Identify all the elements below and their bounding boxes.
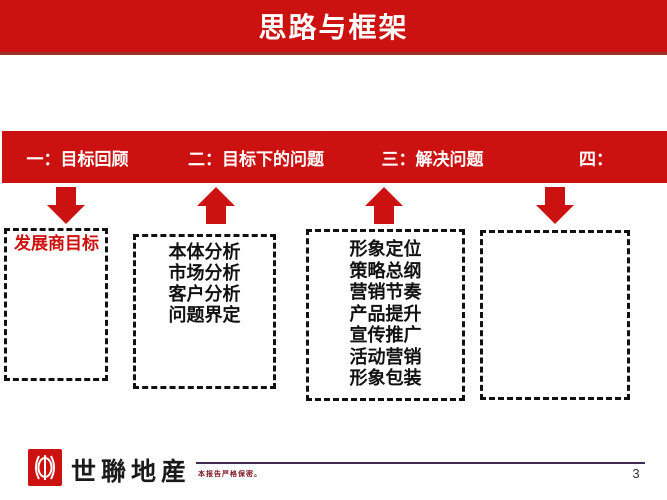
flow-step-4-label: 四： [579, 149, 613, 169]
content-box-developer-goal: 发展商目标 [4, 228, 108, 381]
page-title: 思路与框架 [258, 12, 409, 43]
arrow-up-icon [197, 187, 235, 224]
arrow-head [197, 187, 235, 206]
confidential-note: 本报告严格保密。 [198, 471, 262, 478]
content-box-analysis: 本体分析 市场分析 客户分析 问题界定 [133, 234, 276, 389]
worldunion-logo-icon [28, 449, 62, 486]
content-box-1-text: 发展商目标 [14, 234, 99, 253]
arrow-head [365, 187, 403, 206]
arrow-up-icon [365, 187, 403, 224]
flow-step-1-label: 一：目标回顾 [26, 149, 129, 169]
arrow-stem [545, 187, 565, 205]
arrow-down-icon [536, 187, 574, 224]
arrow-head [536, 205, 574, 224]
content-box-strategy: 形象定位 策略总纲 营销节奏 产品提升 宣传推广 活动营销 形象包装 [306, 229, 465, 401]
footer-divider [196, 462, 645, 464]
flow-step-2-label: 二：目标下的问题 [188, 149, 324, 169]
content-box-3-text: 形象定位 策略总纲 营销节奏 产品提升 宣传推广 活动营销 形象包装 [349, 239, 422, 388]
arrow-stem [206, 206, 226, 224]
page-number: 3 [632, 466, 640, 481]
company-name: 世聯地産 [71, 459, 192, 486]
flow-step-2: 二：目标下的问题 [137, 131, 367, 183]
content-box-2-text: 本体分析 市场分析 客户分析 问题界定 [168, 242, 241, 325]
flow-step-3-label: 三：解决问题 [381, 149, 484, 169]
title-banner: 思路与框架 [0, 0, 667, 55]
arrow-stem [374, 206, 394, 224]
content-box-empty [480, 230, 630, 400]
arrow-stem [56, 187, 76, 205]
arrow-down-icon [47, 187, 85, 224]
arrow-head [47, 205, 85, 224]
flow-step-4: 四： [489, 131, 667, 183]
